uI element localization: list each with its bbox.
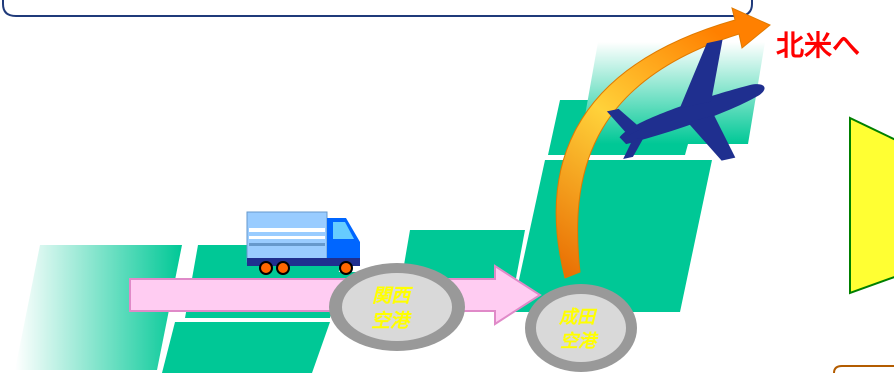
- bottom-right-frame: [833, 365, 894, 377]
- airplane-icon: [606, 39, 765, 161]
- airport-kansai: 関西 空港: [329, 263, 465, 351]
- flight-arrow: [555, 7, 771, 279]
- airport-kansai-label-line2: 空港: [371, 310, 412, 332]
- header-frame: [2, 0, 753, 17]
- destination-label: 北米へ: [776, 29, 860, 62]
- airport-kansai-label-line1: 関西: [372, 285, 413, 307]
- truck-icon: [246, 211, 360, 275]
- airport-narita-label-line2: 空港: [560, 331, 599, 352]
- airport-narita-label-line1: 成田: [558, 307, 598, 328]
- airport-narita: 成田 空港: [525, 284, 637, 372]
- land-block-kanto: [512, 160, 712, 312]
- land-block-south: [162, 322, 330, 373]
- callout-arrow: [849, 116, 894, 295]
- land-block-west-fade: [15, 245, 182, 370]
